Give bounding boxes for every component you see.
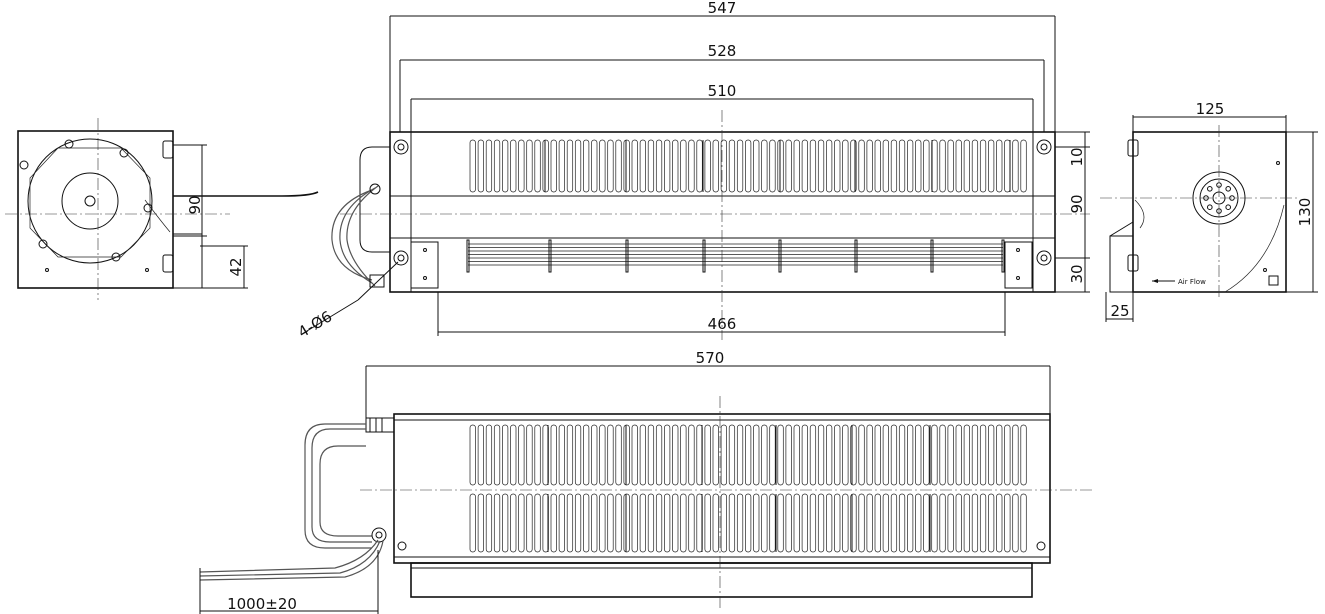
dim-510: 510 [708, 82, 737, 100]
dim-90-right: 90 [1068, 194, 1086, 213]
dim-466: 466 [708, 315, 737, 333]
dim-547: 547 [708, 0, 737, 17]
dim-30: 30 [1068, 264, 1086, 283]
left-end-view: 90 42 [5, 118, 319, 300]
dim-25: 25 [1110, 302, 1129, 320]
impeller [466, 239, 1005, 273]
front-grille [469, 139, 1027, 193]
dim-90-left: 90 [186, 195, 204, 214]
dim-528: 528 [708, 42, 737, 60]
dim-10: 10 [1068, 147, 1086, 166]
front-view: 547 528 510 [295, 0, 1090, 341]
dim-570: 570 [696, 349, 725, 367]
cable-length: 1000±20 [227, 595, 297, 613]
plan-grille [469, 424, 1027, 553]
dim-125: 125 [1196, 100, 1225, 118]
right-end-view: 125 Air Flow 130 25 [1100, 100, 1318, 322]
air-flow-label: Air Flow [1178, 278, 1206, 286]
dim-130: 130 [1296, 198, 1314, 227]
plan-view: 570 1000±20 [199, 349, 1095, 614]
dim-42: 42 [227, 257, 245, 276]
hole-spec: 4-Ø6 [295, 307, 335, 341]
